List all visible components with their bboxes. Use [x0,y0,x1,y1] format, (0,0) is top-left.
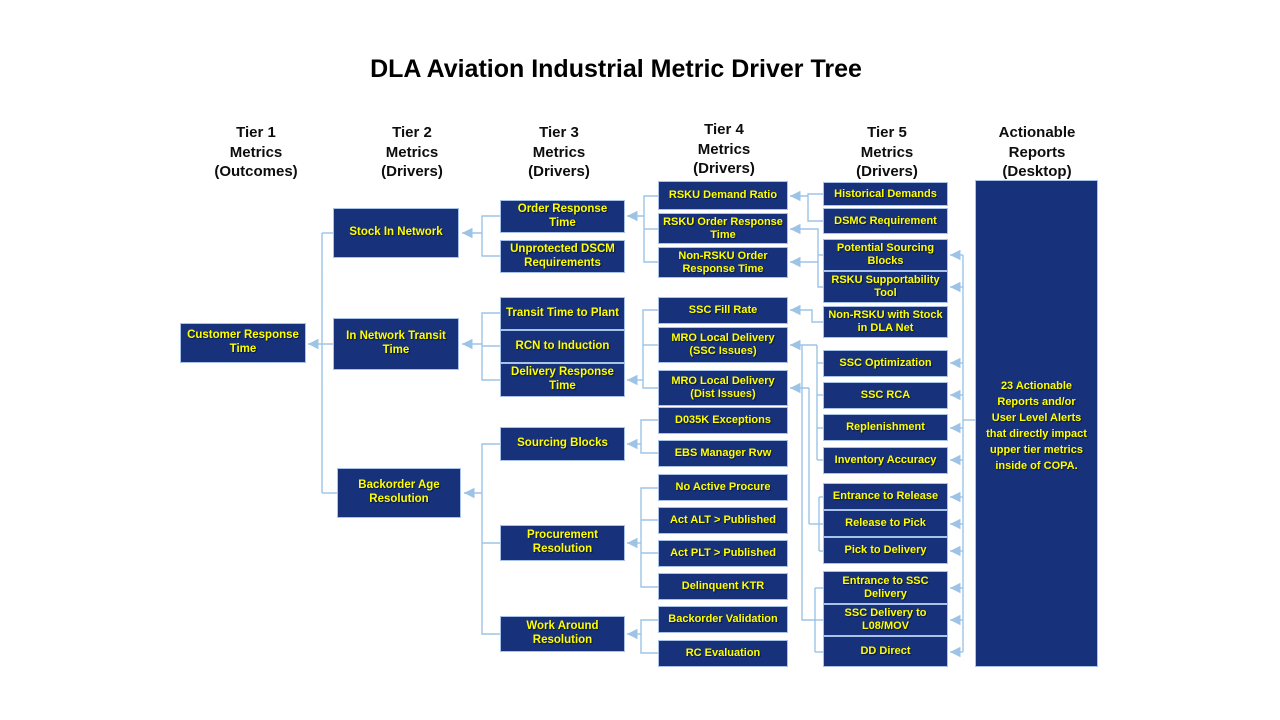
historical-demands-label: Historical Demands [834,187,937,200]
entrance-to-release: Entrance to Release [823,483,948,510]
entrance-to-release-label: Entrance to Release [832,490,939,503]
order-response-time: Order Response Time [500,200,625,233]
rc-evaluation: RC Evaluation [658,640,788,667]
ebs-manager-rvw: EBS Manager Rvw [658,440,788,467]
rsku-demand-ratio-label: RSKU Demand Ratio [668,189,778,202]
rc-evaluation-label: RC Evaluation [685,647,761,660]
ssc-rca-label: SSC RCA [860,389,911,402]
act-plt-gt-published-label: Act PLT > Published [670,547,776,560]
rsku-supportability-tool: RSKU Supportability Tool [823,271,948,303]
actionable-reports-label: 23 Actionable Reports and/or User Level … [986,380,1087,472]
non-rsku-order-response-time-label: Non-RSKU Order Response Time [678,249,768,275]
non-rsku-order-response-time: Non-RSKU Order Response Time [658,247,788,278]
replenishment: Replenishment [823,414,948,441]
rcn-to-induction-label: RCN to Induction [515,339,610,352]
work-around-resolution-label: Work Around Resolution [526,620,599,646]
ssc-optimization: SSC Optimization [823,350,948,377]
no-active-procure: No Active Procure [658,474,788,501]
act-alt-gt-published: Act ALT > Published [658,507,788,534]
diagram-title: DLA Aviation Industrial Metric Driver Tr… [370,55,862,83]
pick-to-delivery-label: Pick to Delivery [844,544,927,557]
delinquent-ktr-label: Delinquent KTR [681,580,765,593]
backorder-validation-label: Backorder Validation [668,613,778,626]
mro-local-delivery-ssc-issues-label: MRO Local Delivery (SSC Issues) [671,332,775,357]
customer-response-time: Customer Response Time [180,323,306,363]
column-header-tier1: Tier 1 Metrics (Outcomes) [214,124,298,180]
backorder-age-resolution: Backorder Age Resolution [337,468,461,518]
backorder-validation: Backorder Validation [658,606,788,633]
order-response-time-label: Order Response Time [517,202,608,229]
rsku-demand-ratio: RSKU Demand Ratio [658,181,788,210]
replenishment-label: Replenishment [846,421,925,434]
inventory-accuracy: Inventory Accuracy [823,447,948,474]
entrance-to-ssc-delivery: Entrance to SSC Delivery [823,571,948,604]
column-header-tier2: Tier 2 Metrics (Drivers) [381,124,443,180]
procurement-resolution: Procurement Resolution [500,525,625,561]
act-alt-gt-published-label: Act ALT > Published [669,514,777,527]
ssc-delivery-to-l08-mov-label: SSC Delivery to L08/MOV [844,607,927,632]
in-network-transit-time-label: In Network Transit Time [346,330,446,356]
d035k-exceptions-label: D035K Exceptions [675,414,771,427]
dd-direct: DD Direct [823,636,948,667]
dsmc-requirement-label: DSMC Requirement [834,214,937,227]
act-plt-gt-published: Act PLT > Published [658,540,788,567]
sourcing-blocks-label: Sourcing Blocks [517,437,608,450]
column-header-tier5: Tier 5 Metrics (Drivers) [856,124,918,180]
inventory-accuracy-label: Inventory Accuracy [834,454,937,467]
stock-in-network: Stock In Network [333,208,459,258]
pick-to-delivery: Pick to Delivery [823,537,948,564]
entrance-to-ssc-delivery-label: Entrance to SSC Delivery [842,574,929,600]
rsku-order-response-time: RSKU Order Response Time [658,213,788,244]
rsku-order-response-time-label: RSKU Order Response Time [663,215,783,241]
customer-response-time-label: Customer Response Time [187,329,299,355]
ssc-rca: SSC RCA [823,382,948,409]
transit-time-to-plant-label: Transit Time to Plant [506,306,619,319]
stock-in-network-label: Stock In Network [349,226,443,239]
historical-demands: Historical Demands [823,182,948,206]
sourcing-blocks: Sourcing Blocks [500,427,625,461]
delivery-response-time: Delivery Response Time [500,363,625,397]
dsmc-requirement: DSMC Requirement [823,208,948,234]
transit-time-to-plant: Transit Time to Plant [500,297,625,330]
column-header-actionable-reports: Actionable Reports (Desktop) [998,124,1076,180]
non-rsku-with-stock-in-dla-net-label: Non-RSKU with Stock in DLA Net [828,309,943,334]
potential-sourcing-blocks: Potential Sourcing Blocks [823,239,948,271]
actionable-reports: 23 Actionable Reports and/or User Level … [975,180,1098,667]
column-header-tier3: Tier 3 Metrics (Drivers) [528,124,590,180]
rsku-supportability-tool-label: RSKU Supportability Tool [831,274,940,299]
d035k-exceptions: D035K Exceptions [658,407,788,434]
non-rsku-with-stock-in-dla-net: Non-RSKU with Stock in DLA Net [823,306,948,338]
procurement-resolution-label: Procurement Resolution [527,529,598,555]
unprotected-dscm-requirements-label: Unprotected DSCM Requirements [510,242,615,269]
delivery-response-time-label: Delivery Response Time [511,366,614,392]
backorder-age-resolution-label: Backorder Age Resolution [358,479,440,505]
release-to-pick: Release to Pick [823,510,948,537]
dd-direct-label: DD Direct [860,645,911,658]
ssc-optimization-label: SSC Optimization [839,357,932,370]
mro-local-delivery-dist-issues: MRO Local Delivery (Dist Issues) [658,370,788,406]
ssc-delivery-to-l08-mov: SSC Delivery to L08/MOV [823,604,948,636]
ssc-fill-rate: SSC Fill Rate [658,297,788,324]
delinquent-ktr: Delinquent KTR [658,573,788,600]
unprotected-dscm-requirements: Unprotected DSCM Requirements [500,240,625,273]
release-to-pick-label: Release to Pick [845,517,926,530]
ebs-manager-rvw-label: EBS Manager Rvw [674,447,772,460]
work-around-resolution: Work Around Resolution [500,616,625,652]
potential-sourcing-blocks-label: Potential Sourcing Blocks [836,242,935,267]
mro-local-delivery-ssc-issues: MRO Local Delivery (SSC Issues) [658,327,788,363]
ssc-fill-rate-label: SSC Fill Rate [688,304,758,317]
no-active-procure-label: No Active Procure [675,481,771,494]
rcn-to-induction: RCN to Induction [500,330,625,363]
in-network-transit-time: In Network Transit Time [333,318,459,370]
column-header-tier4: Tier 4 Metrics (Drivers) [693,121,755,177]
mro-local-delivery-dist-issues-label: MRO Local Delivery (Dist Issues) [671,375,775,400]
